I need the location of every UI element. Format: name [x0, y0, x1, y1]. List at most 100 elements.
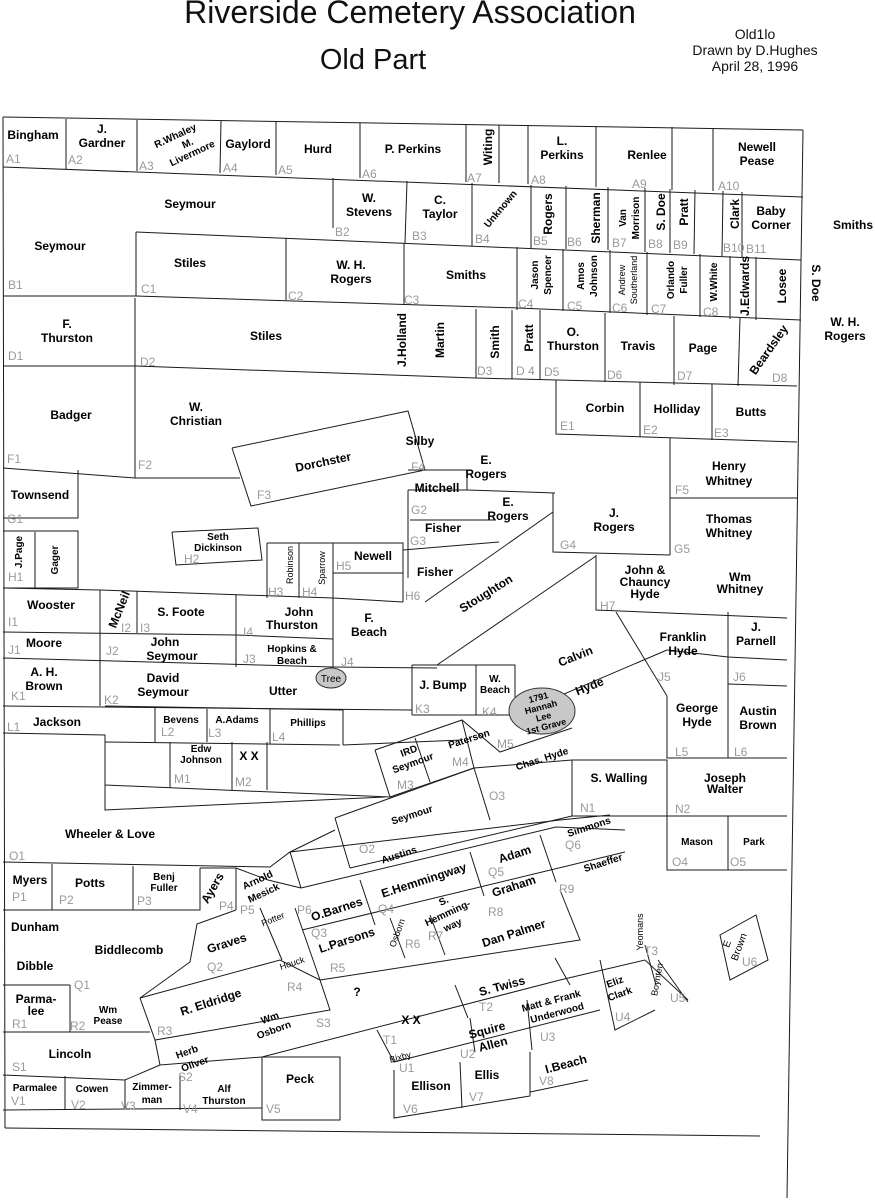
plot-code-d1: D1: [8, 349, 24, 363]
plot-code-u1: U1: [399, 1061, 415, 1075]
plot-label-whrogers-c2-2: Rogers: [330, 272, 372, 286]
plot-code-b6: B6: [567, 235, 582, 249]
plot-label-whrogers-c2-1: W. H.: [336, 258, 365, 272]
plot-label-xx-t1: X X: [401, 1013, 420, 1027]
plot-label-pperkins: P. Perkins: [385, 142, 442, 156]
plot-label-badger: Badger: [50, 408, 92, 422]
plot-label-wbeach-1: W.: [489, 674, 501, 685]
plot-label-robinson: Robinson: [285, 546, 295, 584]
plot-label-martin: Martin: [433, 322, 447, 358]
plot-label-jbump: J. Bump: [419, 678, 466, 692]
plot-label-butts: Butts: [736, 405, 767, 419]
plot-label-fbeach-1: F.: [364, 611, 373, 625]
plot-label-franklinhyde-2: Hyde: [668, 644, 698, 658]
plot-label-georgehyde-2: Hyde: [682, 715, 712, 729]
plot-code-v6: V6: [403, 1102, 418, 1116]
plot-label-ahbrown-1: A. H.: [30, 665, 57, 679]
plot-code-p4: P4: [219, 899, 234, 913]
plot-label-babycorner-2: Corner: [751, 218, 791, 232]
plot-code-v1: V1: [11, 1094, 26, 1108]
plot-code-r3: R3: [157, 1024, 173, 1038]
plot-boundaries: [2, 116, 804, 1199]
plot-label-rogers-b5: Rogers: [541, 193, 555, 235]
plot-label-shaeffer: Shaeffer: [582, 852, 624, 875]
plot-label-lperkins-1: L.: [557, 134, 568, 148]
plot-code-b8: B8: [648, 237, 663, 251]
plot-label-amosjohnson-2: Johnson: [589, 255, 600, 297]
plot-label-yeomans: Yeomans: [635, 913, 645, 951]
plot-label-wchristian-2: Christian: [170, 414, 222, 428]
plot-code-i2: I2: [121, 621, 131, 635]
plot-code-r2: R2: [70, 1019, 86, 1033]
plot-label-johnchaunceyhyde-3: Hyde: [630, 587, 660, 601]
plot-code-r5: R5: [330, 961, 346, 975]
plot-code-i1: I1: [8, 615, 18, 629]
plot-label-amosjohnson-1: Amos: [576, 262, 587, 290]
plot-label-davidseymour-2: Seymour: [137, 685, 189, 699]
plot-label-stiles-c1: Stiles: [174, 256, 206, 270]
plot-code-v4: V4: [183, 1102, 198, 1116]
plot-label-fthurston-1: F.: [62, 317, 71, 331]
plot-label-potts: Potts: [75, 876, 105, 890]
map-subtitle: Old Part: [319, 44, 427, 76]
plot-label-holliday: Holliday: [654, 402, 701, 416]
plot-code-a3: A3: [139, 159, 154, 173]
plot-label-smiths-c3: Smiths: [446, 268, 486, 282]
plot-code-h6: H6: [405, 589, 421, 603]
map-code: Old1lo: [734, 26, 776, 42]
plot-label-jasonspencer-2: Spencer: [543, 255, 554, 295]
plot-code-c1: C1: [141, 282, 157, 296]
plot-label-osborn: Osborn: [387, 917, 406, 948]
plot-label-moore: Moore: [26, 636, 62, 650]
plot-label-park: Park: [743, 837, 765, 848]
plot-label-thomaswhitney-1: Thomas: [706, 512, 752, 526]
plot-code-f5: F5: [675, 483, 689, 497]
plot-label-wooster: Wooster: [27, 598, 75, 612]
plot-label-bevens: Bevens: [163, 715, 199, 726]
plot-label-calvinhyde-2: Hyde: [573, 674, 606, 698]
plot-label-newellpease-1: Newell: [738, 140, 776, 154]
plot-label-hopkinsbeach-1: Hopkins &: [267, 644, 316, 655]
plot-code-g5: G5: [674, 542, 690, 556]
plot-label-vanmorrison-1: Van: [618, 209, 629, 227]
plot-label-sparrow: Sparrow: [317, 551, 327, 585]
plot-code-r9: R9: [559, 882, 575, 896]
plot-code-b11: B11: [746, 242, 767, 256]
plot-code-r1: R1: [12, 1017, 28, 1031]
plot-code-n1: N1: [580, 801, 596, 815]
plot-label-thomaswhitney-2: Whitney: [706, 526, 753, 540]
plot-code-j5: J5: [658, 670, 671, 684]
plot-code-q6: Q6: [565, 838, 581, 852]
plot-label-parmalee-v1: Parmalee: [13, 1083, 58, 1094]
plot-code-c3: C3: [404, 293, 420, 307]
plot-code-u6: U6: [742, 955, 758, 969]
plot-label-dibble: Dibble: [17, 959, 54, 973]
plot-label-smith-d3: Smith: [488, 325, 502, 358]
plot-label-wwhite: W.White: [709, 262, 720, 301]
plot-label-georgehyde-1: George: [676, 701, 718, 715]
plot-code-v8: V8: [539, 1074, 554, 1088]
plot-label-wstevens-2: Stevens: [346, 205, 392, 219]
plot-code-j4: J4: [341, 655, 354, 669]
plot-label-orlandofuller-2: Fuller: [679, 266, 690, 293]
plot-label-fisher-h6: Fisher: [417, 565, 453, 579]
plot-label-franklinhyde-1: Franklin: [660, 630, 707, 644]
plot-code-o2: O2: [359, 842, 375, 856]
plot-code-a2: A2: [68, 153, 83, 167]
plot-label-jpage: J.Page: [14, 535, 25, 568]
plot-code-g2: G2: [411, 503, 427, 517]
plot-label-gardner-2: Gardner: [79, 136, 126, 150]
plot-code-h2: H2: [184, 552, 200, 566]
plot-label-gardner-1: J.: [97, 122, 107, 136]
drawn-date: April 28, 1996: [711, 58, 799, 74]
plot-code-g1: G1: [7, 512, 23, 526]
plot-label-smiths-right: Smiths: [833, 218, 873, 232]
plot-code-d2: D2: [140, 355, 156, 369]
plot-code-h7: H7: [600, 599, 616, 613]
plot-label-utter: Utter: [269, 684, 297, 698]
plot-label-wchristian-1: W.: [189, 400, 203, 414]
plot-code-b10: B10: [723, 241, 745, 255]
plot-label-henrywhitney-1: Henry: [712, 459, 746, 473]
plot-label-reldridge: R. Eldridge: [178, 986, 243, 1019]
plot-label-ibeach: I.Beach: [544, 1052, 589, 1077]
